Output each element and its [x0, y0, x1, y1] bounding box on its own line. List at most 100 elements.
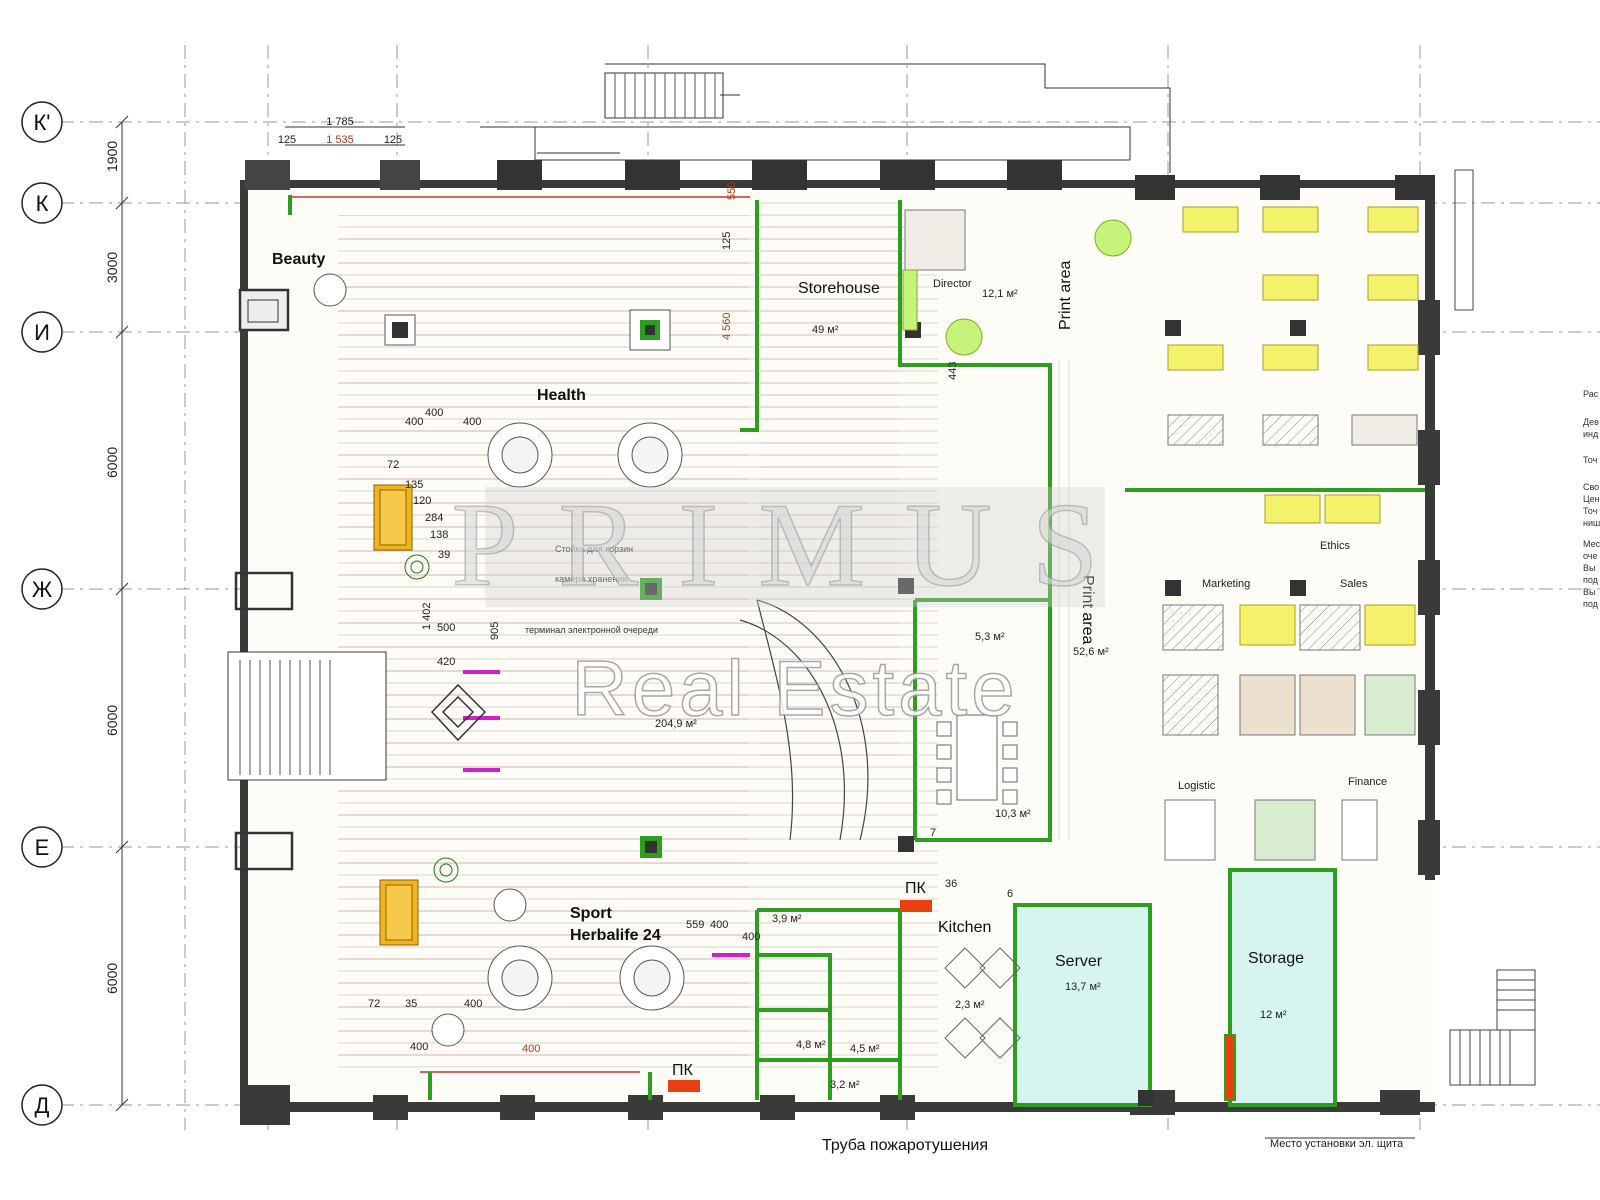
watermark: PRIMUS Real Estate: [451, 477, 1139, 733]
axis-label: Д: [35, 1093, 50, 1118]
dim: 400: [522, 1043, 540, 1055]
axis-label: Ж: [32, 577, 53, 602]
office-desks: [1167, 206, 1419, 646]
room-storage: Storage: [1248, 950, 1304, 967]
axis-bubble-d: Д: [21, 1084, 63, 1126]
dim: 135: [405, 479, 423, 491]
dim: 905: [489, 622, 501, 640]
legend-text: Дев: [1583, 417, 1599, 427]
server-area: 13,7 м²: [1065, 981, 1101, 993]
dim: 125: [721, 232, 733, 250]
dim: 120: [413, 495, 431, 507]
notes: Стойка для корзин камера хранения термин…: [525, 544, 1415, 1154]
dim: 35: [405, 998, 417, 1010]
health-furniture: [313, 273, 685, 1047]
room-print-area-mid: Print area: [1079, 575, 1096, 644]
note-panel: Место установки эл. щита: [1270, 1138, 1404, 1150]
legend-text: под: [1583, 599, 1599, 609]
dim-1900: 1900: [104, 141, 120, 172]
meeting-table: [936, 714, 1018, 805]
legend-text: Вы: [1583, 587, 1595, 597]
kitchen-tables: [944, 947, 1021, 1059]
print-area-size: 52,6 м²: [1073, 646, 1109, 658]
room-print-area-top: Print area: [1057, 261, 1074, 330]
room-beauty: Beauty: [272, 251, 325, 268]
axis-label: Е: [35, 835, 50, 860]
dim-3000: 3000: [104, 252, 120, 283]
room-server: Server: [1055, 953, 1103, 970]
axis-bubbles: К' К И Ж Е Д: [21, 101, 63, 1126]
dim: 550: [726, 182, 738, 200]
legend-text: ниш: [1583, 518, 1600, 528]
room-marketing: Marketing: [1202, 578, 1250, 590]
dim: 400: [464, 998, 482, 1010]
dim-125-left: 125: [278, 134, 296, 146]
small-room-area: 5,3 м²: [975, 631, 1005, 643]
dim: 400: [425, 407, 443, 419]
note-baskets: Стойка для корзин: [555, 544, 633, 554]
axis-label: К: [36, 191, 49, 216]
axis-bubble-k: К: [21, 182, 63, 224]
legend-text: Рас: [1583, 389, 1599, 399]
dim-1785: 1 785: [326, 116, 354, 128]
reception-curve: [739, 599, 869, 841]
room-storehouse: Storehouse: [798, 280, 880, 297]
dim-125-right: 125: [384, 134, 402, 146]
dim: 443: [947, 362, 959, 380]
dim: 4 560: [721, 312, 733, 340]
legend-text: Сво: [1583, 482, 1599, 492]
room-sales: Sales: [1340, 578, 1368, 590]
dim: 72: [368, 998, 380, 1010]
wc4-area: 3,2 м²: [830, 1079, 860, 1091]
room-kitchen: Kitchen: [938, 919, 991, 936]
left-entrance: [227, 288, 387, 871]
dim: 559: [686, 919, 704, 931]
kitchen-small-area: 2,3 м²: [955, 999, 985, 1011]
dim: 6: [1007, 888, 1013, 900]
watermark-brand: PRIMUS: [452, 478, 1139, 611]
room-director: Director: [933, 278, 972, 290]
pk-label-top: ПК: [905, 880, 927, 897]
dim-6000-b: 6000: [104, 705, 120, 736]
dim: 400: [405, 416, 423, 428]
dim: 1 402: [421, 602, 433, 630]
room-health: Health: [537, 387, 586, 404]
legend-text: Точ: [1583, 506, 1598, 516]
legend-text: Цен: [1583, 494, 1600, 504]
left-dimension-chain: 1900 3000 6000 6000 6000: [104, 115, 129, 1112]
dim-6000-a: 6000: [104, 447, 120, 478]
room-ethics: Ethics: [1320, 540, 1350, 552]
director-desk: [902, 209, 966, 331]
dim: 284: [425, 512, 443, 524]
legend-text: инд: [1583, 429, 1599, 439]
legend-text: оче: [1583, 551, 1598, 561]
axis-label: И: [34, 320, 50, 345]
dim: 400: [710, 919, 728, 931]
note-storage-cell: камера хранения: [555, 574, 627, 584]
axis-label: К': [33, 110, 50, 135]
fire-hydrants: [668, 900, 1236, 1101]
right-stair: [1449, 169, 1536, 1086]
axis-bubble-k-prime: К': [21, 101, 63, 143]
right-legend: Рас Дев инд Точ Сво Цен Точ ниш Мес оче …: [1583, 389, 1600, 609]
room-sport: Sport: [570, 905, 612, 922]
note-terminal: терминал электронной очереди: [525, 625, 658, 635]
turnstile: [430, 683, 487, 742]
legend-text: Мес: [1583, 539, 1600, 549]
dim: 39: [438, 549, 450, 561]
pk-label-bottom: ПК: [672, 1062, 694, 1079]
axis-bubble-zh: Ж: [21, 568, 63, 610]
dim: 7: [930, 827, 936, 839]
columns: [384, 309, 1306, 1106]
dim-1535: 1 535: [326, 134, 354, 146]
dim: 420: [437, 656, 455, 668]
legend-text: под: [1583, 575, 1599, 585]
axis-bubble-i: И: [21, 311, 63, 353]
dim: 400: [410, 1041, 428, 1053]
red-wall-lines: [290, 196, 750, 1073]
watermark-sub: Real Estate: [571, 644, 1018, 732]
wc1-area: 3,9 м²: [772, 913, 802, 925]
legend-text: Вы: [1583, 563, 1595, 573]
storage-area: 12 м²: [1260, 1009, 1287, 1021]
meeting-area: 10,3 м²: [995, 808, 1031, 820]
